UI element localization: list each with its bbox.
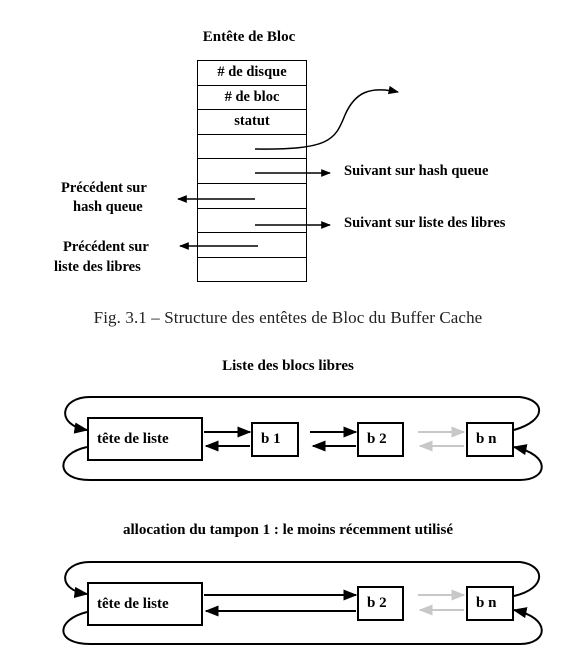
label-next-free: Suivant sur liste des libres	[344, 215, 506, 231]
block-b1-box: b 1	[251, 422, 299, 457]
figure-caption: Fig. 3.1 – Structure des entêtes de Bloc…	[93, 308, 483, 327]
allocation-title: allocation du tampon 1 : le moins récemm…	[123, 522, 453, 538]
label-prev-hash-2: hash queue	[73, 199, 143, 215]
field-block-number: # de bloc	[197, 84, 307, 111]
label-prev-free-2: liste des libres	[54, 259, 141, 275]
header-diagram-title: Entête de Bloc	[202, 29, 296, 45]
field-status: statut	[197, 109, 307, 135]
block-bn-label: b n	[476, 431, 497, 447]
block-b1-label: b 1	[261, 431, 281, 447]
free-list-title: Liste des blocs libres	[222, 358, 354, 374]
field-empty	[197, 256, 307, 283]
list-head-box: tête de liste	[87, 417, 203, 461]
alloc-block-b2-label: b 2	[367, 595, 387, 611]
field-disk-number: # de disque	[197, 60, 307, 86]
field-next-free	[197, 207, 307, 234]
field-next-hash	[197, 158, 307, 184]
field-prev-free	[197, 232, 307, 258]
list-head-label: tête de liste	[97, 430, 169, 447]
field-prev-hash	[197, 182, 307, 209]
label-prev-hash-1: Précédent sur	[61, 180, 147, 196]
block-bn-box: b n	[466, 422, 514, 457]
alloc-list-head-label: tête de liste	[97, 595, 169, 612]
alloc-block-bn-label: b n	[476, 595, 497, 611]
alloc-block-b2-box: b 2	[357, 586, 404, 621]
block-b2-label: b 2	[367, 431, 387, 447]
block-header-table: # de disque # de bloc statut	[197, 60, 307, 283]
label-prev-free-1: Précédent sur	[63, 239, 149, 255]
label-next-hash: Suivant sur hash queue	[344, 163, 489, 179]
alloc-block-bn-box: b n	[466, 586, 514, 621]
field-data-pointer	[197, 133, 307, 160]
block-b2-box: b 2	[357, 422, 404, 457]
alloc-list-head-box: tête de liste	[87, 582, 203, 626]
